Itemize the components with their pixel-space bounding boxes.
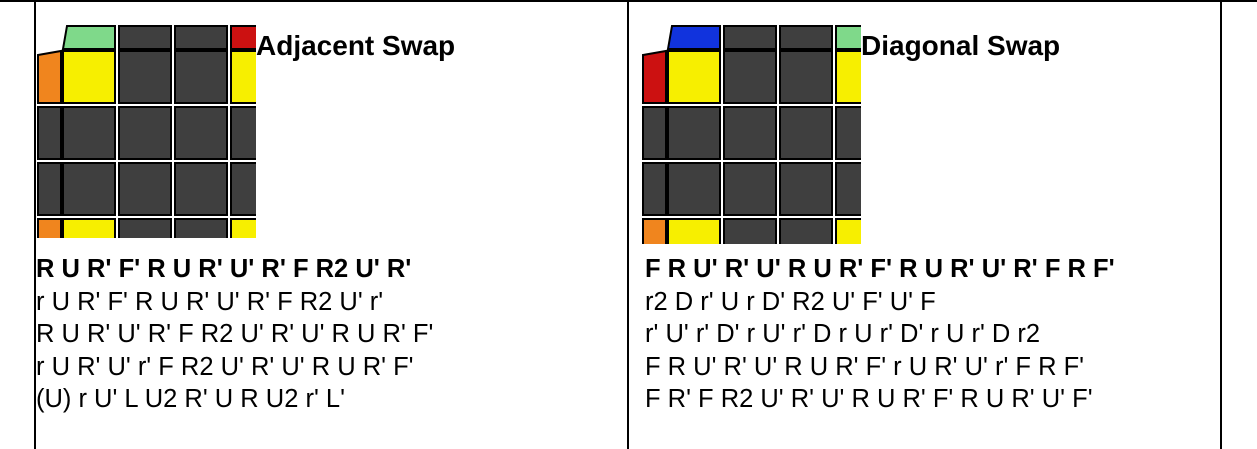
corner-sticker	[836, 51, 861, 103]
face-sticker	[175, 219, 227, 238]
corner-sticker	[231, 219, 256, 238]
corner-sticker	[231, 51, 256, 103]
face-sticker	[63, 163, 115, 215]
corner-sticker	[63, 51, 115, 103]
algorithm-list: F R U' R' U' R U R' F' R U R' U' R' F R …	[645, 253, 1115, 416]
left-side-sticker	[38, 219, 61, 238]
top-side-sticker	[231, 26, 256, 49]
top-side-sticker	[780, 26, 832, 49]
left-side-sticker	[643, 163, 666, 215]
face-sticker	[724, 219, 776, 244]
face-sticker	[836, 163, 861, 215]
face-sticker	[668, 107, 720, 159]
left-side-sticker	[643, 107, 666, 159]
top-side-sticker	[724, 26, 776, 49]
face-sticker	[119, 51, 171, 103]
face-sticker	[836, 107, 861, 159]
top-side-sticker	[175, 26, 227, 49]
face-sticker	[63, 107, 115, 159]
left-side-sticker	[38, 107, 61, 159]
face-sticker	[780, 163, 832, 215]
face-sticker	[780, 219, 832, 244]
face-sticker	[119, 219, 171, 238]
face-sticker	[175, 51, 227, 103]
left-side-sticker	[38, 51, 61, 103]
algorithm-item: R U R' U' R' F R2 U' R' U' R U R' F'	[36, 318, 433, 351]
face-sticker	[119, 107, 171, 159]
algorithm-item: (U) r U' L U2 R' U R U2 r' L'	[36, 383, 433, 416]
algorithm-list: R U R' F' R U R' U' R' F R2 U' R' r U R'…	[36, 253, 433, 416]
face-sticker	[175, 163, 227, 215]
algorithm-item: r U R' U' r' F R2 U' R' U' R U R' F'	[36, 351, 433, 384]
algorithm-primary: F R U' R' U' R U R' F' R U R' U' R' F R …	[645, 253, 1115, 286]
face-sticker	[724, 107, 776, 159]
case-title: Diagonal Swap	[861, 30, 1060, 62]
adjacent-swap-cube-diagram	[36, 24, 256, 238]
algorithm-item: F R U' R' U' R U R' F' r U R' U' r' F R …	[645, 351, 1115, 384]
diagonal-swap-cube-diagram	[641, 24, 861, 244]
case-diagonal-swap: Diagonal Swap F R U' R' U' R U R' F' R U…	[629, 0, 1220, 449]
left-side-sticker	[38, 163, 61, 215]
algorithm-item: r2 D r' U r D' R2 U' F' U' F	[645, 286, 1115, 319]
case-title: Adjacent Swap	[256, 30, 455, 62]
algorithm-item: r' U' r' D' r U' r' D r U r' D' r U r' D…	[645, 318, 1115, 351]
face-sticker	[231, 163, 256, 215]
case-adjacent-swap: Adjacent Swap R U R' F' R U R' U' R' F R…	[36, 0, 627, 449]
left-side-sticker	[643, 219, 666, 244]
algorithm-item: F R' F R2 U' R' U' R U R' F' R U R' U' F…	[645, 383, 1115, 416]
face-sticker	[724, 51, 776, 103]
table-right-border	[1220, 0, 1222, 449]
left-side-sticker	[643, 51, 666, 103]
face-sticker	[780, 107, 832, 159]
face-sticker	[668, 163, 720, 215]
face-sticker	[724, 163, 776, 215]
algorithm-primary: R U R' F' R U R' U' R' F R2 U' R'	[36, 253, 433, 286]
corner-sticker	[63, 219, 115, 238]
top-side-sticker	[836, 26, 861, 49]
face-sticker	[780, 51, 832, 103]
top-side-sticker	[119, 26, 171, 49]
top-side-sticker	[63, 26, 115, 49]
top-side-sticker	[668, 26, 720, 49]
face-sticker	[175, 107, 227, 159]
corner-sticker	[668, 219, 720, 244]
face-sticker	[119, 163, 171, 215]
corner-sticker	[836, 219, 861, 244]
algorithm-item: r U R' F' R U R' U' R' F R2 U' r'	[36, 286, 433, 319]
corner-sticker	[668, 51, 720, 103]
face-sticker	[231, 107, 256, 159]
